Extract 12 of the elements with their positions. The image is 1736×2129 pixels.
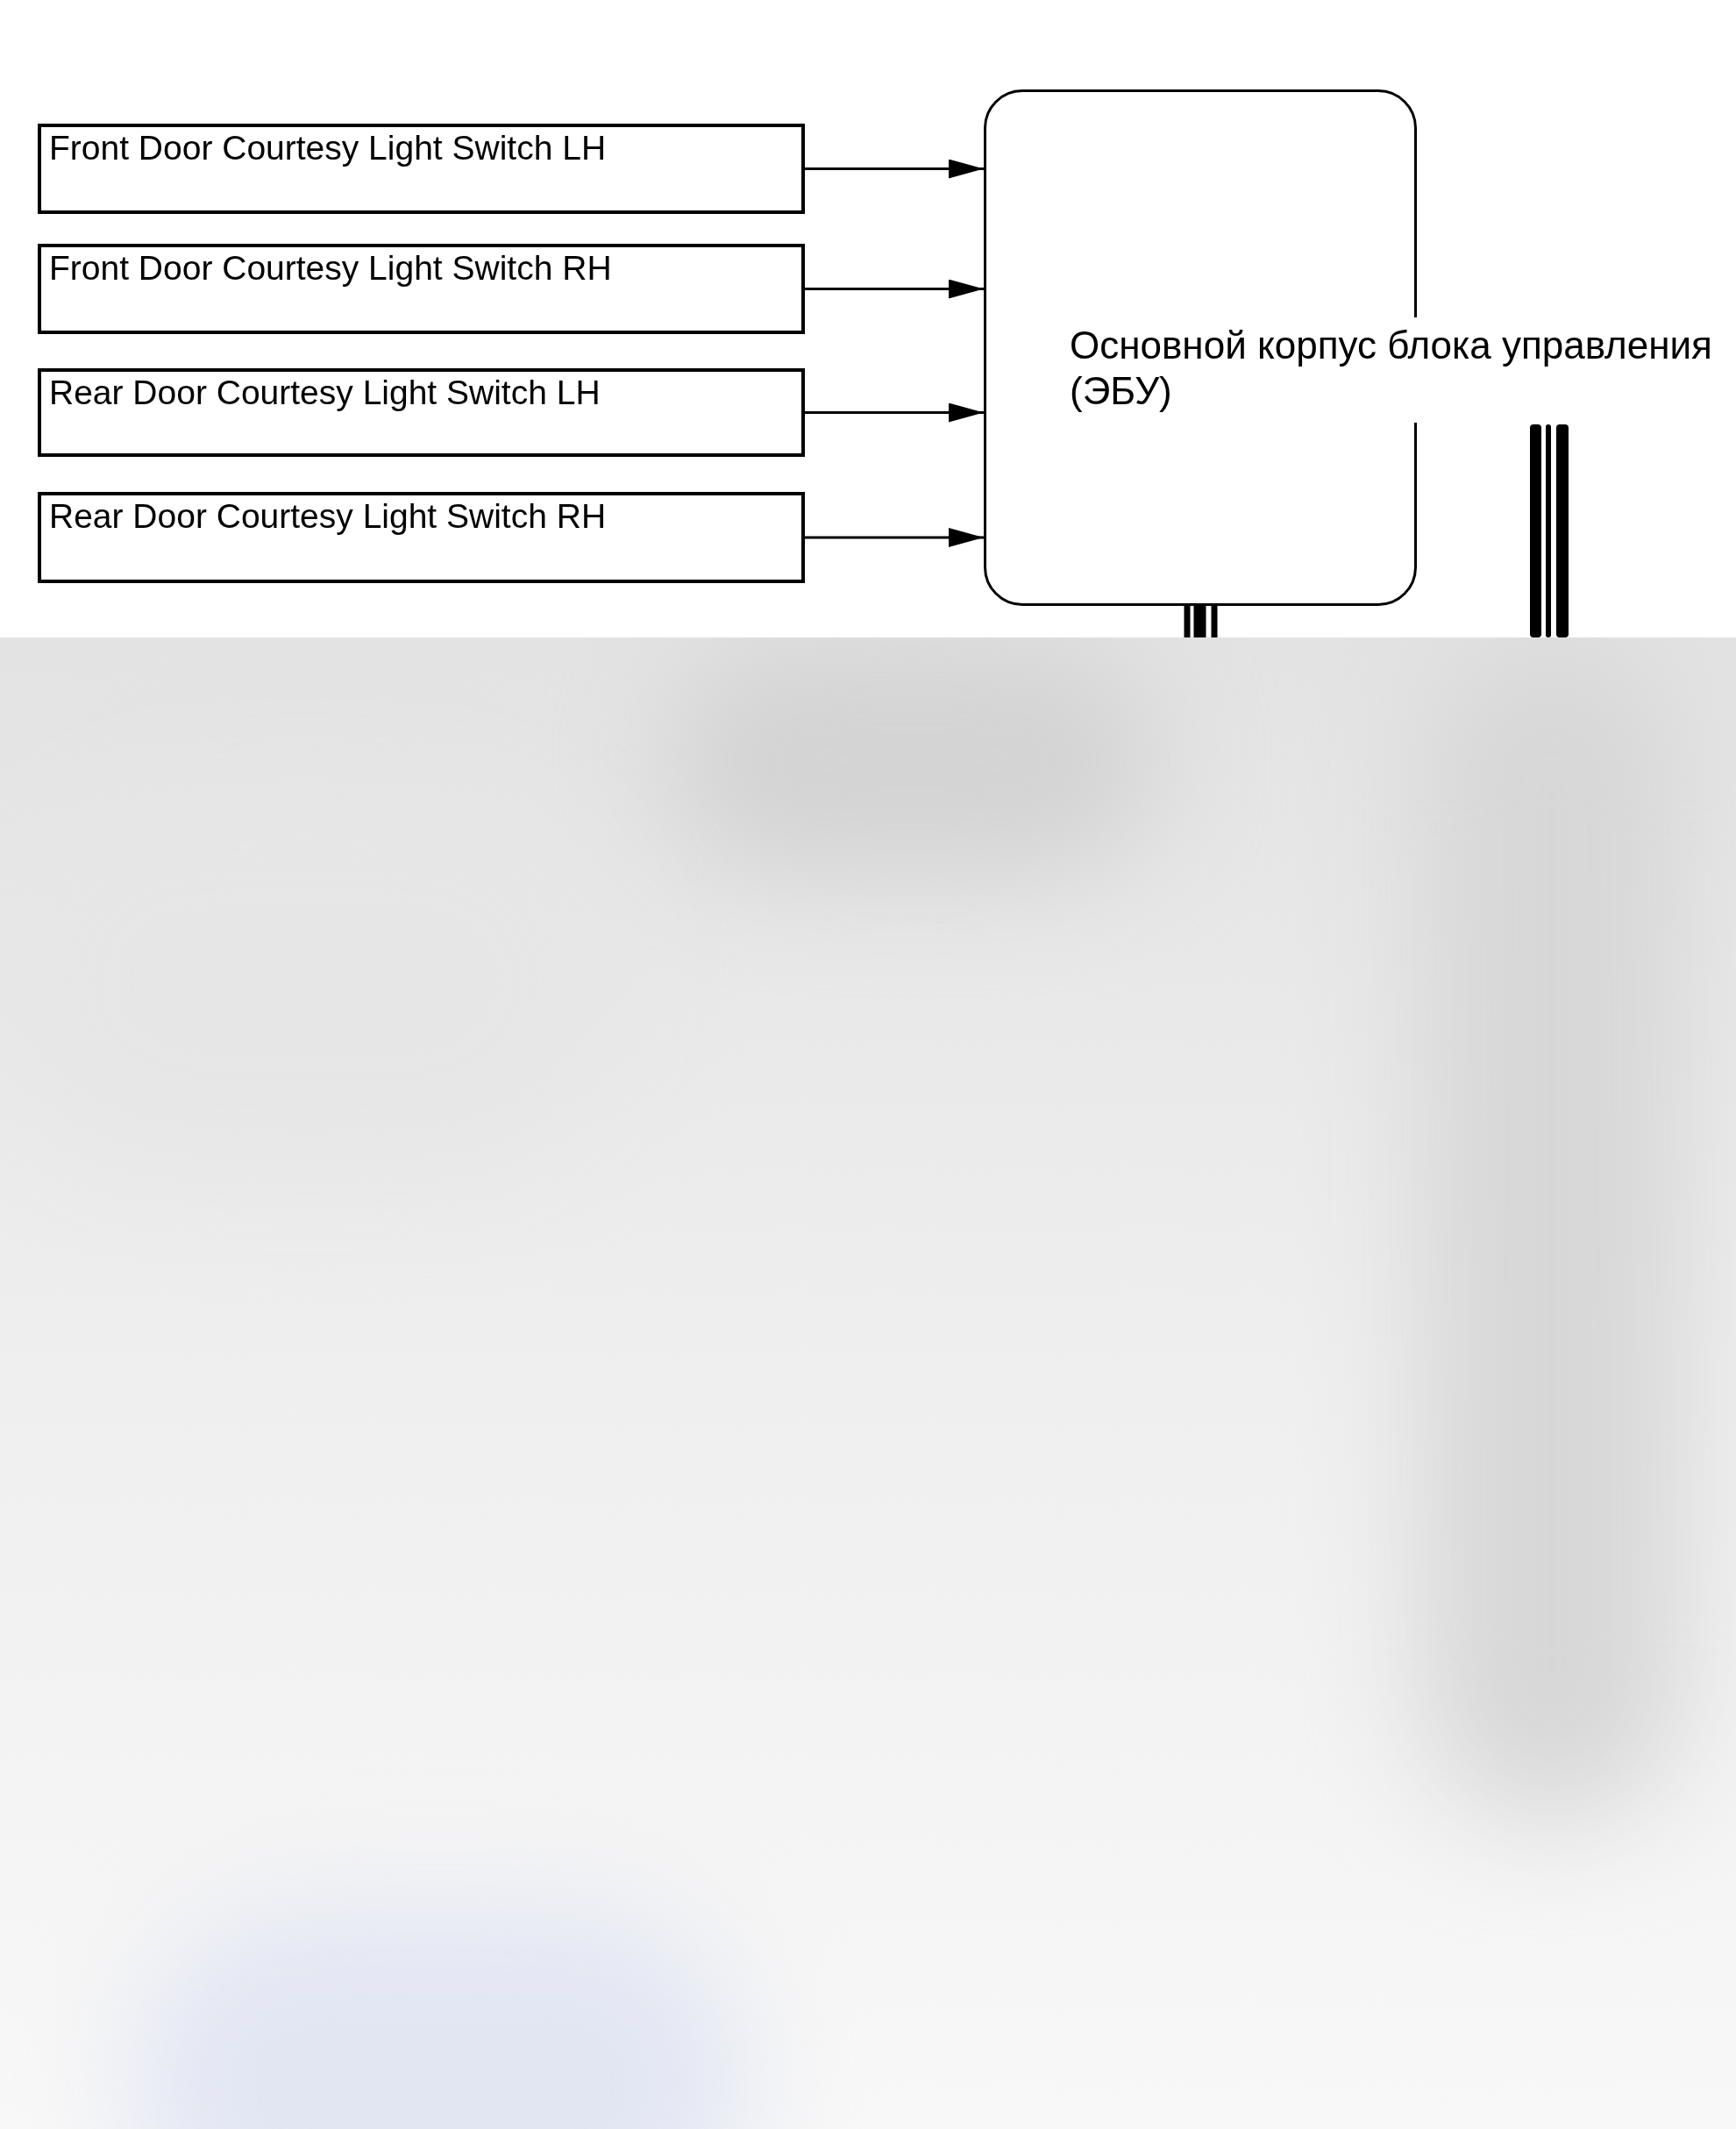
switch-box	[38, 244, 805, 334]
box-label: Rear Door Courtesy Light Switch RH	[48, 496, 608, 536]
box-label: Front Door Courtesy Light Switch LH	[48, 128, 608, 167]
switch-box	[38, 368, 805, 457]
arrow	[805, 159, 984, 179]
switch-box	[38, 492, 805, 583]
arrow	[805, 402, 984, 423]
arrow	[805, 279, 984, 299]
box-label: Rear Door Courtesy Light Switch LH	[48, 373, 601, 412]
switch-box	[38, 124, 805, 214]
arrow	[805, 528, 984, 547]
box-label: Front Door Courtesy Light Switch RH	[48, 248, 613, 288]
